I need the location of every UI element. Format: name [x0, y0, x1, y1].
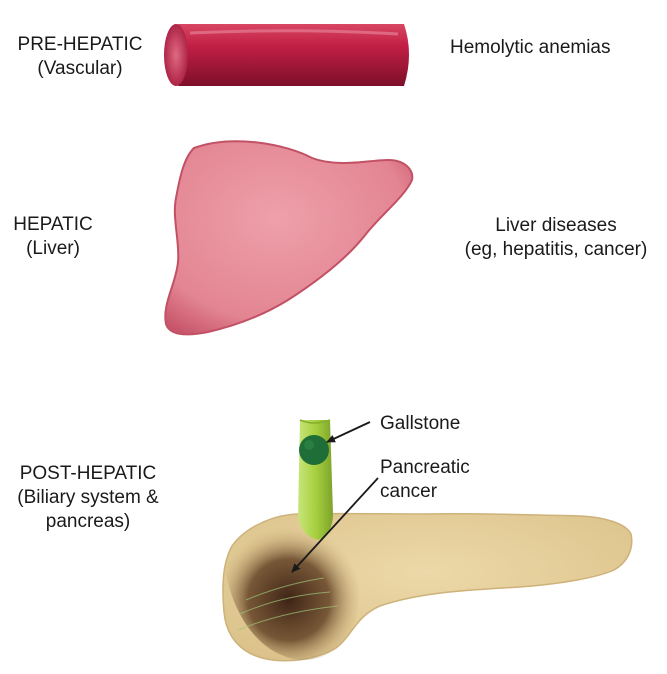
gallstone-arrow: [326, 421, 371, 443]
pancreas-bile-duct-illustration: [222, 419, 633, 662]
stage-label-hepatic: HEPATIC (Liver): [13, 214, 93, 259]
cause-label-hemolytic-anemias: Hemolytic anemias: [450, 37, 611, 58]
liver-illustration: [164, 140, 414, 336]
stage-label-post-hepatic: POST-HEPATIC (Biliary system & pancreas): [17, 463, 159, 532]
cause-label-liver-diseases: Liver diseases (eg, hepatitis, cancer): [464, 215, 648, 260]
callout-pancreatic-cancer: Pancreatic cancer: [380, 457, 470, 502]
pancreatic-cancer-arrow: [291, 477, 379, 573]
blood-vessel-illustration: [164, 24, 409, 86]
callout-gallstone: Gallstone: [380, 413, 461, 434]
stage-label-pre-hepatic: PRE-HEPATIC (Vascular): [17, 34, 143, 79]
